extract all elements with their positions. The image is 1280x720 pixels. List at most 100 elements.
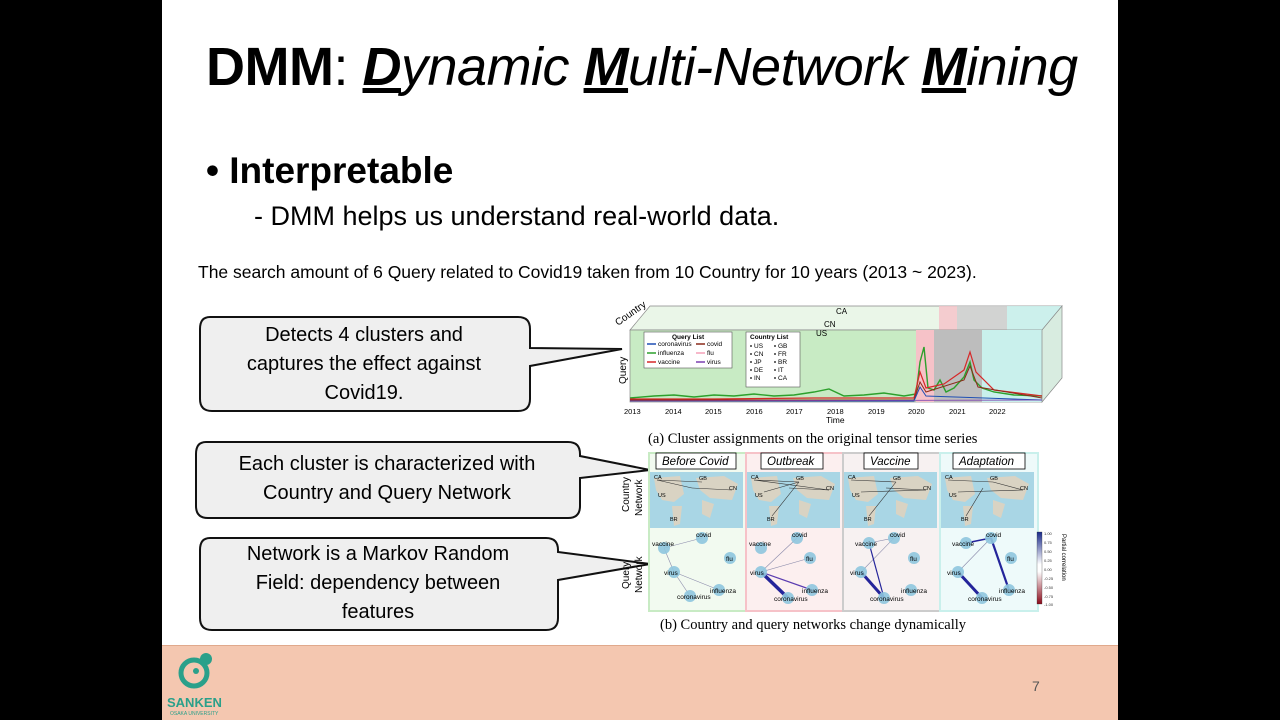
callout-line: features [341,601,415,623]
query-node-label: flu [1007,556,1014,563]
query-list-legend: Query List coronavirus covid influenza f… [643,331,733,369]
legend-title: Country List [750,334,789,341]
legend-entry: FR [778,351,787,358]
slide: DMM: Dynamic Multi-Network Mining • Inte… [162,0,1118,720]
callout-line: captures the effect against [246,353,482,375]
map-label: GB [893,476,901,482]
legend-entry: US [754,343,764,350]
legend-entry: DE [754,367,764,374]
map-label: BR [961,517,969,523]
colorbar-tick: -0.50 [1044,585,1054,590]
query-node-label: covid [696,532,712,539]
map-label: GB [699,476,707,482]
callout-line: Field: dependency between [255,572,501,594]
query-node-label: influenza [999,588,1025,595]
query-node-label: coronavirus [968,596,1002,603]
legend-entry: JP [754,359,762,366]
legend-entry: BR [778,359,787,366]
query-node-label: influenza [901,588,927,595]
query-node-label: covid [792,532,808,539]
colorbar-tick: 0.75 [1044,540,1053,545]
query-node-label: covid [890,532,906,539]
logo-text: SANKEN [167,695,222,710]
callout-line: Each cluster is characterized with [238,453,536,475]
page-number: 7 [1032,678,1040,694]
map-label: US [852,493,860,499]
map-label: CA [848,475,856,481]
map-label: CA [751,475,759,481]
map-label: BR [864,517,872,523]
query-node-label: vaccine [652,541,674,548]
figure-b-networks: Country Network Query Network Before Cov… [614,450,1074,612]
legend-entry: vaccine [658,359,680,366]
axis-time-label: Time [826,415,845,425]
callout-clusters: Detects 4 clusters and captures the effe… [198,314,628,416]
panel-label: Vaccine [870,456,911,468]
year-tick: 2014 [665,407,682,416]
dataset-description: The search amount of 6 Query related to … [198,262,977,282]
legend-entry: coronavirus [658,341,692,348]
legend-entry: covid [707,341,723,348]
query-networks: vaccinecovidfluvirusinfluenzacoronavirus… [652,532,1025,604]
map-label: CN [729,486,737,492]
query-node-label: vaccine [952,541,974,548]
query-node-label: vaccine [749,541,771,548]
legend-title: Query List [672,334,705,341]
bullet-text: Interpretable [229,150,454,191]
map-label: CN [826,486,834,492]
sub-bullet: - DMM helps us understand real-world dat… [254,201,780,231]
legend-entry: virus [707,359,721,366]
colorbar-ticks: 1.00 0.75 0.50 0.25 0.00 -0.25 -0.50 -0.… [1044,531,1054,607]
legend-entry: IN [754,375,761,382]
year-tick: 2013 [624,407,641,416]
query-node-label: flu [726,556,733,563]
map-label: CN [1020,486,1028,492]
row-label-query2: Network [634,555,645,593]
logo-subtext: OSAKA UNIVERSITY [170,711,219,717]
map-label: US [755,493,763,499]
colorbar [1036,531,1043,605]
colorbar-label: Partial correlation [1060,534,1066,581]
callout-bubble [199,316,623,412]
bullet-heading: • Interpretable [206,150,453,192]
legend-entry: CA [778,375,788,382]
figure-b-svg: Country Network Query Network [621,477,645,593]
sanken-logo-icon: SANKEN OSAKA UNIVERSITY [167,653,222,717]
footer-band [162,645,1118,720]
query-node-label: influenza [802,588,828,595]
legend-entry: flu [707,350,714,357]
query-node-label: coronavirus [870,596,904,603]
callout-line: Detects 4 clusters and [265,324,463,346]
depth-label: CA [836,307,848,316]
callout-line: Country and Query Network [263,482,511,504]
year-tick: 2020 [908,407,925,416]
map-label: CA [945,475,953,481]
callout-line: Network is a Markov Random [246,543,510,565]
year-tick: 2019 [868,407,885,416]
map-label: BR [670,517,678,523]
legend-entry: GB [778,343,787,350]
query-node-label: coronavirus [774,596,808,603]
figure-a-tensor-plot: CA CN US Country Query Time 2013 2014 20… [613,292,1064,427]
query-node-label: virus [947,570,961,577]
panel-label: Before Covid [662,456,729,468]
axis-query-label: Query [618,357,629,384]
query-node-label: flu [806,556,813,563]
sanken-logo: SANKEN OSAKA UNIVERSITY [162,645,234,720]
query-node-label: covid [986,532,1002,539]
panel-label: Outbreak [767,456,816,468]
callout-line: Covid19. [324,382,404,404]
country-list-legend: Country List US GB CN FR JP BR DE IT IN … [745,331,801,388]
year-tick: 2022 [989,407,1006,416]
map-label: CA [654,475,662,481]
legend-entry: influenza [658,350,684,357]
figure-a-caption: (a) Cluster assignments on the original … [648,431,978,447]
year-tick: 2021 [949,407,966,416]
figure-a-svg: CA CN US Country Query Time 2013 2014 20… [613,299,1063,425]
legend-entry: IT [778,367,784,374]
year-ticks: 2013 2014 2015 2016 2017 2018 2019 2020 … [624,407,1006,416]
slide-title: DMM: Dynamic Multi-Network Mining [206,37,1078,97]
map-label: US [658,493,666,499]
colorbar-tick: -1.00 [1044,602,1054,607]
